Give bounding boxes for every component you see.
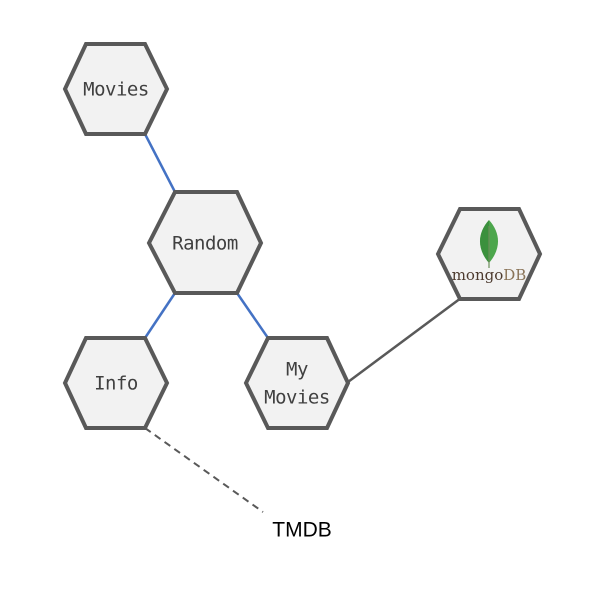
mongodb-logo-text-mongo: mongo [452, 266, 504, 284]
mongodb-leaf-icon [479, 220, 499, 268]
node-movies-label: Movies [83, 79, 149, 101]
edge-my-movies-mongodb [347, 296, 462, 384]
mongodb-leaf-shade [479, 220, 489, 263]
node-my-movies-label-line1: My [286, 359, 308, 381]
node-movies[interactable]: Movies [62, 42, 170, 136]
node-my-movies-label-line2: Movies [264, 387, 330, 409]
node-mongodb[interactable]: mongoDB [435, 207, 543, 301]
node-info-label: Info [94, 373, 138, 395]
node-my-movies[interactable]: My Movies [243, 336, 351, 430]
node-movies-hexagon [62, 42, 170, 136]
node-info[interactable]: Info [62, 336, 170, 430]
edge-info-tmdb [144, 427, 264, 513]
edge-random-my-movies [235, 292, 270, 339]
node-my-movies-hexagon [243, 336, 351, 430]
node-random-hexagon [146, 190, 264, 295]
mongodb-logo-text: mongoDB [452, 266, 527, 284]
node-random[interactable]: Random [146, 190, 264, 295]
external-tmdb-label: TMDB [272, 519, 332, 542]
edge-random-info [143, 292, 177, 339]
mongodb-logo-text-db: DB [503, 266, 526, 284]
node-info-hexagon [62, 336, 170, 430]
edges [143, 133, 462, 513]
edge-movies-random [143, 133, 177, 193]
node-random-label: Random [172, 233, 238, 255]
